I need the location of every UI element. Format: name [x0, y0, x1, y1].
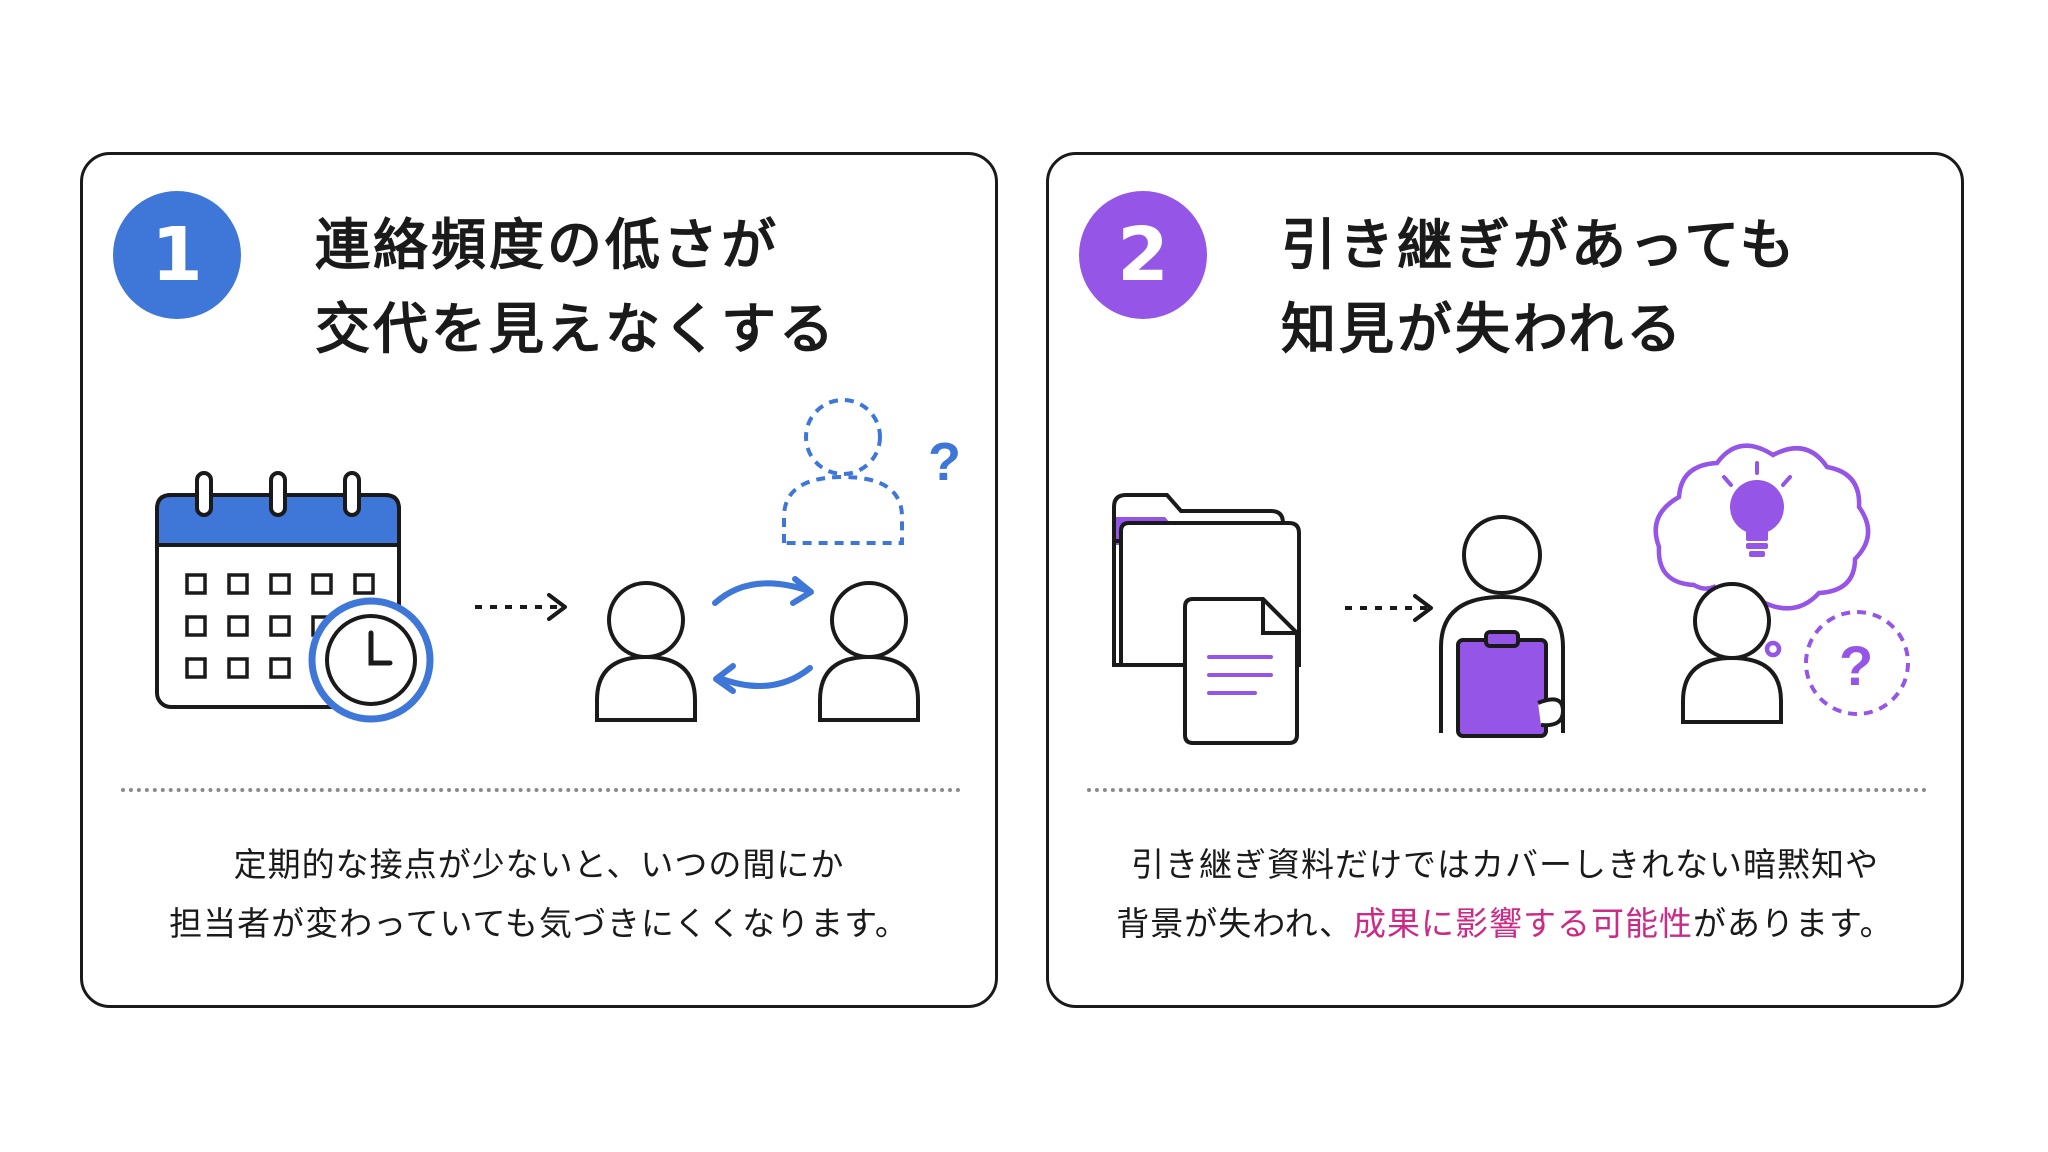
number-badge-1: 1	[113, 191, 241, 319]
caption-line-1: 定期的な接点が少ないと、いつの間にか	[233, 845, 845, 884]
dotted-arrow-icon	[475, 593, 567, 621]
divider	[121, 788, 961, 792]
clock-icon	[308, 597, 434, 723]
folder-icon	[1112, 493, 1301, 667]
caption-highlight: 成果に影響する可能性	[1352, 904, 1693, 943]
person-with-clipboard-icon	[1439, 515, 1566, 738]
person-icon	[818, 581, 920, 722]
caption-line-2: 背景が失われ、成果に影響する可能性があります。	[1049, 894, 1961, 953]
unknown-person-icon	[782, 398, 904, 545]
card-title: 連絡頻度の低さが 交代を見えなくする	[315, 203, 837, 371]
question-mark-icon: ?	[928, 432, 961, 492]
card-infrequent-contact: 1 連絡頻度の低さが 交代を見えなくする	[80, 152, 998, 1008]
swap-arrows-icon	[712, 576, 814, 694]
caption-line-2-after: があります。	[1692, 904, 1894, 943]
card-caption: 定期的な接点が少ないと、いつの間にか 担当者が変わっていても気づきにくくなります…	[83, 835, 995, 953]
lightbulb-icon	[1722, 461, 1792, 557]
card-knowledge-loss: 2 引き継ぎがあっても 知見が失われる	[1046, 152, 1964, 1008]
caption-line-2: 担当者が変わっていても気づきにくくなります。	[169, 904, 909, 943]
card-title: 引き継ぎがあっても 知見が失われる	[1281, 203, 1798, 371]
question-mark-icon: ?	[1804, 610, 1910, 716]
card-title-line-2: 交代を見えなくする	[315, 297, 838, 361]
caption-line-2-before: 背景が失われ、	[1116, 904, 1353, 943]
badge-number: 1	[151, 212, 203, 298]
card-title-line-2: 知見が失われる	[1281, 297, 1685, 361]
person-icon	[595, 581, 697, 722]
card-title-line-1: 引き継ぎがあっても	[1281, 213, 1798, 277]
document-icon	[1183, 597, 1299, 745]
illustration-handover-unseen: ?	[155, 398, 961, 723]
divider	[1087, 788, 1927, 792]
card-title-line-1: 連絡頻度の低さが	[315, 213, 780, 277]
caption-line-1: 引き継ぎ資料だけではカバーしきれない暗黙知や	[1131, 845, 1879, 884]
number-badge-2: 2	[1079, 191, 1207, 319]
person-icon	[1681, 582, 1783, 724]
dotted-arrow-icon	[1345, 594, 1433, 622]
svg-text:?: ?	[1839, 634, 1873, 697]
badge-number: 2	[1117, 212, 1169, 298]
card-caption: 引き継ぎ資料だけではカバーしきれない暗黙知や 背景が失われ、成果に影響する可能性…	[1049, 835, 1961, 953]
illustration-knowledge-lost: ?	[1112, 443, 1910, 745]
